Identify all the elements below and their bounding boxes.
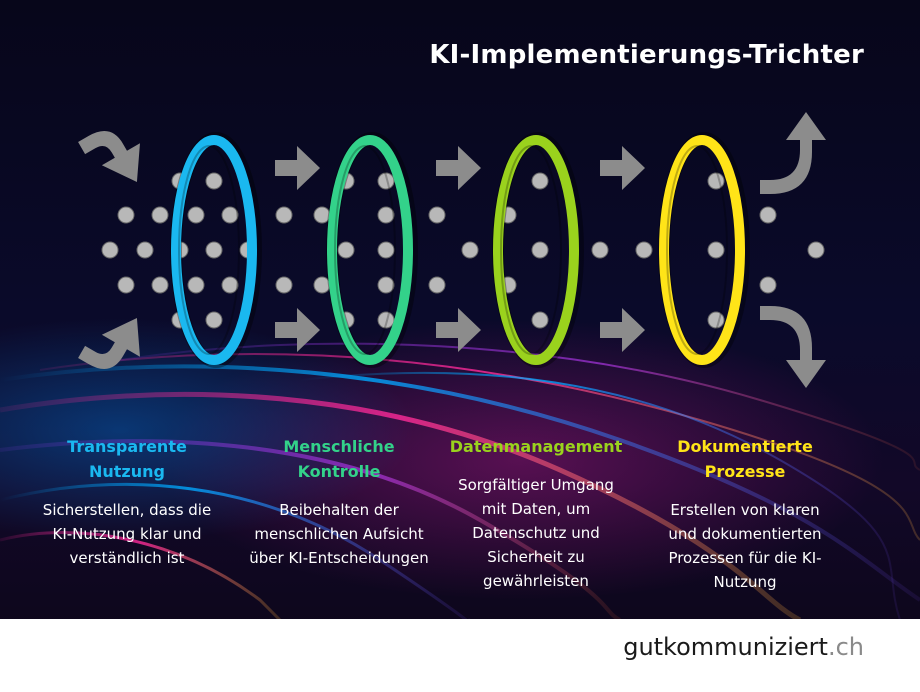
ring-transparency <box>170 132 262 368</box>
data-dot <box>377 206 395 224</box>
data-dot <box>117 206 135 224</box>
data-dot <box>136 241 154 259</box>
flow-arrows <box>78 112 826 388</box>
data-dot <box>151 276 169 294</box>
ring-inner-edge <box>178 145 240 355</box>
data-dot <box>531 311 549 329</box>
arrow-right-icon <box>275 146 320 190</box>
data-dot <box>221 206 239 224</box>
data-dot <box>205 241 223 259</box>
step-data-management: Datenmanagement Sorgfältiger Umgang mit … <box>446 434 626 593</box>
funnel-diagram <box>78 112 826 388</box>
data-dot <box>707 241 725 259</box>
data-dot <box>205 311 223 329</box>
footer-bar: gutkommuniziert.ch <box>0 619 920 692</box>
data-dot <box>151 206 169 224</box>
data-dot <box>275 276 293 294</box>
light-trails-background <box>0 342 920 620</box>
data-dot <box>428 276 446 294</box>
curved-arrow-out-top-icon <box>760 112 826 194</box>
data-dot <box>377 311 395 329</box>
page-title: KI-Implementierungs-Trichter <box>429 40 864 70</box>
ring-data-management <box>492 132 584 368</box>
data-dot <box>377 172 395 190</box>
ring-inner-edge <box>500 145 562 355</box>
data-dot <box>807 241 825 259</box>
data-dot <box>117 276 135 294</box>
data-dot <box>461 241 479 259</box>
brand-logo: gutkommuniziert.ch <box>623 633 864 661</box>
ring-documented-processes <box>658 132 750 368</box>
arrow-right-icon <box>600 308 645 352</box>
arrow-right-icon <box>436 146 481 190</box>
ring-inner-edge <box>334 145 396 355</box>
step-title: Menschliche Kontrolle <box>283 437 395 481</box>
data-dot <box>187 276 205 294</box>
step-description: Beibehalten der menschlichen Aufsicht üb… <box>249 501 429 567</box>
step-title: Transparente Nutzung <box>67 437 187 481</box>
data-dot <box>205 172 223 190</box>
step-description: Erstellen von klaren und dokumentierten … <box>668 501 822 591</box>
curved-arrow-in-top-icon <box>78 131 140 182</box>
ring-inner-edge <box>666 145 728 355</box>
step-title: Dokumentierte Prozesse <box>677 437 813 481</box>
data-dot <box>275 206 293 224</box>
data-dot <box>377 276 395 294</box>
ring-human-control <box>326 132 418 368</box>
data-dot <box>101 241 119 259</box>
brand-tld: .ch <box>827 633 864 661</box>
data-dot <box>591 241 609 259</box>
data-dot <box>428 206 446 224</box>
brand-name: gutkommuniziert <box>623 633 828 661</box>
curved-arrow-out-bottom-icon <box>760 306 826 388</box>
ring <box>493 135 579 365</box>
data-dot <box>759 206 777 224</box>
data-dot <box>531 241 549 259</box>
data-dot <box>707 311 725 329</box>
step-human-control: Menschliche Kontrolle Beibehalten der me… <box>249 434 429 570</box>
arrow-right-icon <box>600 146 645 190</box>
step-documented-processes: Dokumentierte Prozesse Erstellen von kla… <box>655 434 835 594</box>
arrow-right-icon <box>275 308 320 352</box>
ring <box>659 135 745 365</box>
data-dot <box>635 241 653 259</box>
data-dot <box>707 172 725 190</box>
step-description: Sorgfältiger Umgang mit Daten, um Datens… <box>458 476 614 590</box>
step-title: Datenmanagement <box>449 437 623 456</box>
step-description: Sicherstellen, dass die KI-Nutzung klar … <box>42 501 212 567</box>
step-transparency: Transparente Nutzung Sicherstellen, dass… <box>37 434 217 570</box>
data-dot <box>187 206 205 224</box>
ring <box>327 135 413 365</box>
funnel-rings <box>170 132 750 368</box>
ring <box>171 135 257 365</box>
data-dots <box>101 172 825 329</box>
curved-arrow-in-bottom-icon <box>78 318 140 369</box>
data-dot <box>337 241 355 259</box>
data-dot <box>221 276 239 294</box>
data-dot <box>531 172 549 190</box>
data-dot <box>377 241 395 259</box>
arrow-right-icon <box>436 308 481 352</box>
data-dot <box>759 276 777 294</box>
